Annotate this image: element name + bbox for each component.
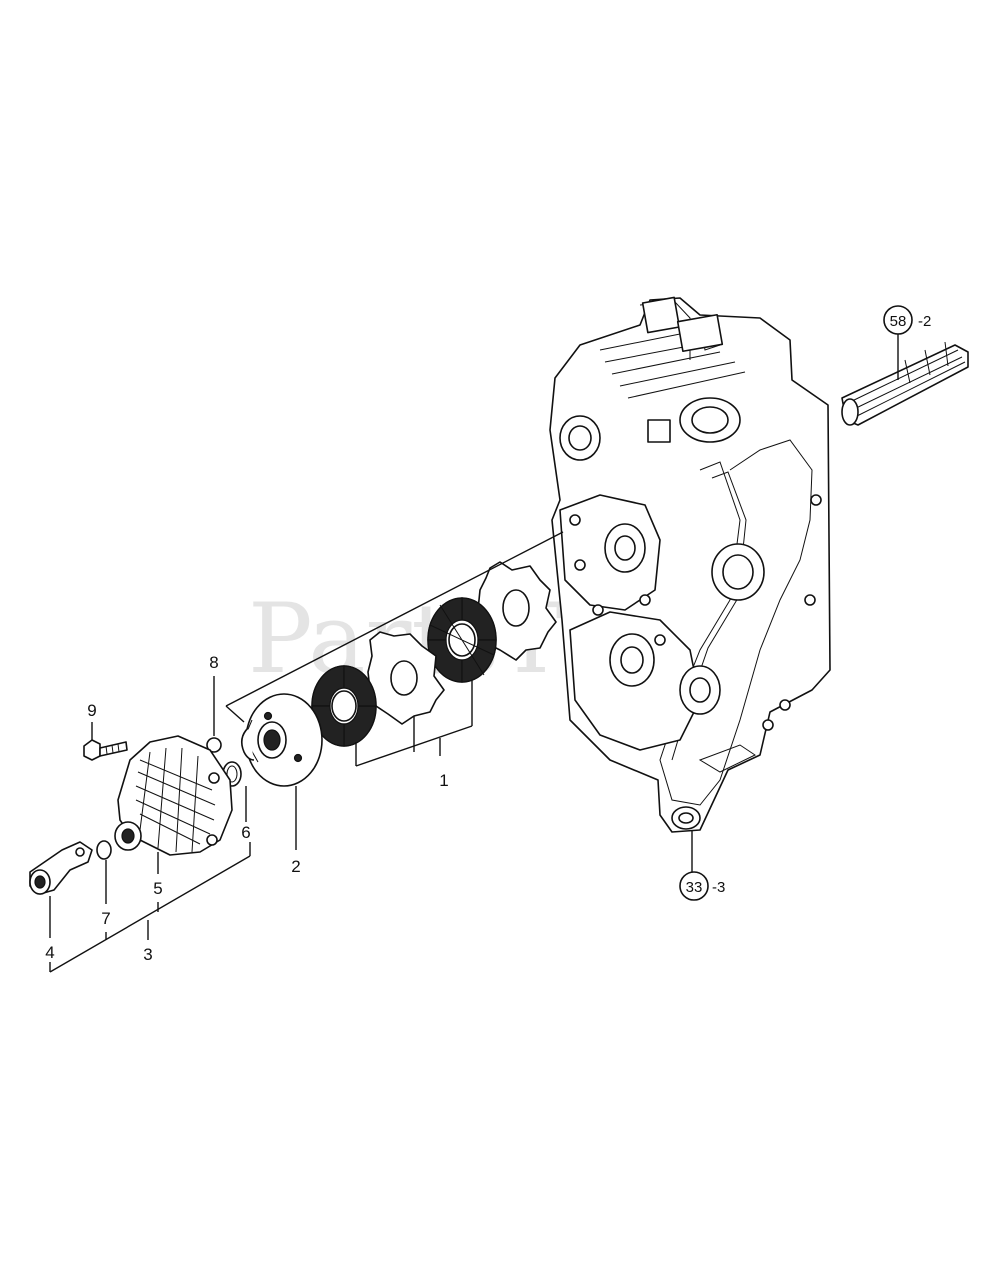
reference-33-3[interactable]: 33 -3 (679, 871, 725, 901)
steel-ball[interactable] (206, 737, 222, 753)
callout-6: 6 (241, 823, 250, 842)
callout-9: 9 (87, 701, 96, 720)
leader-lines (49, 334, 899, 973)
shaft[interactable] (841, 341, 969, 426)
transmission-housing[interactable] (549, 296, 831, 833)
reference-58-2[interactable]: 58 -2 (883, 305, 931, 335)
callout-5: 5 (153, 879, 162, 898)
callout-1: 1 (439, 771, 448, 790)
callout-8: 8 (209, 653, 218, 672)
callout-3: 3 (143, 945, 152, 964)
o-ring-small[interactable] (96, 840, 112, 860)
callout-2: 2 (291, 857, 300, 876)
reference-58-number: 58 (890, 313, 907, 330)
friction-plate-toothed-front[interactable] (367, 631, 445, 725)
snap-ring[interactable] (240, 727, 255, 761)
bolt[interactable] (83, 739, 128, 761)
fitting-elbow[interactable] (29, 841, 93, 895)
friction-plate-toothed-rear[interactable] (477, 561, 557, 661)
clutch-disc-rear[interactable] (427, 597, 497, 683)
callout-4: 4 (45, 943, 54, 962)
clutch-disc-front[interactable] (311, 665, 377, 747)
pressure-plate[interactable] (245, 693, 323, 787)
reference-58-suffix: -2 (918, 313, 931, 330)
reference-33-number: 33 (686, 879, 703, 896)
reference-33-suffix: -3 (712, 879, 725, 896)
clutch-cover[interactable] (114, 735, 233, 856)
callout-7: 7 (101, 909, 110, 928)
